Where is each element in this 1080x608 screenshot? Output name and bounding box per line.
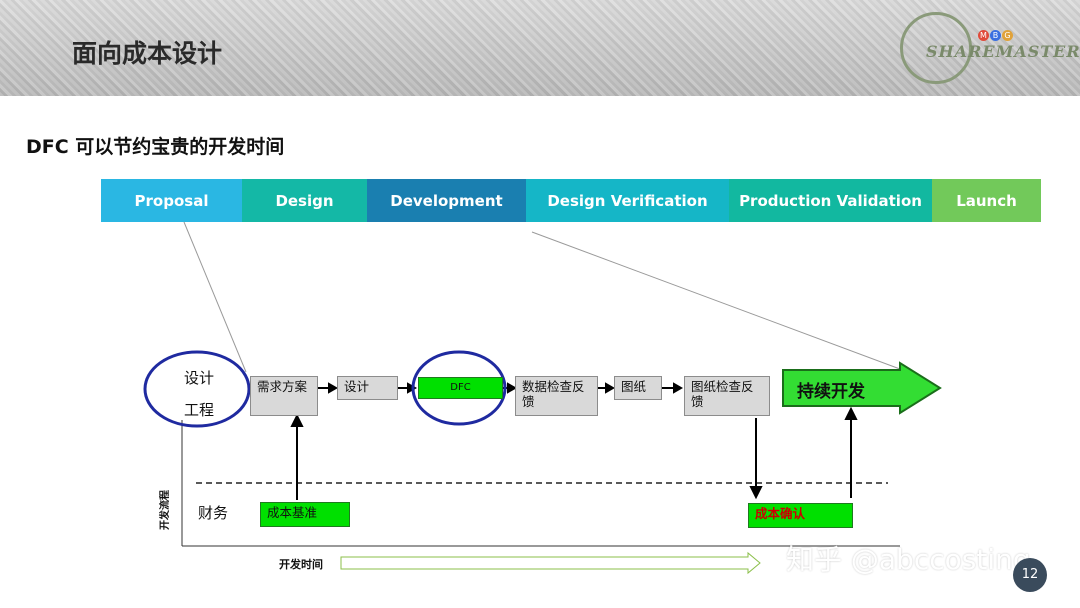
phase-production-validation: Production Validation [729, 179, 932, 222]
step-data-review: 数据检查反馈 [515, 376, 598, 416]
phase-bar: Proposal Design Development Design Verif… [101, 179, 1041, 222]
step-drawing-review: 图纸检查反馈 [684, 376, 770, 416]
watermark: 知乎 @abccosting [786, 543, 1031, 576]
cost-baseline-box: 成本基准 [260, 502, 350, 527]
logo-text: SHAREMASTER [926, 42, 1080, 61]
slide-subtitle: DFC 可以节约宝贵的开发时间 [26, 136, 285, 158]
page-title: 面向成本设计 [72, 39, 223, 68]
projection-line-left [183, 221, 247, 373]
step-drawing: 图纸 [614, 376, 662, 400]
design-engineering-label-1: 设计 [184, 369, 215, 387]
phase-design-verification: Design Verification [526, 179, 729, 222]
cost-confirm-box: 成本确认 [748, 503, 853, 528]
x-axis-label: 开发时间 [279, 558, 323, 571]
step-dfc: DFC [418, 377, 503, 399]
logo-ring [900, 12, 972, 84]
design-engineering-circle [143, 350, 251, 428]
finance-label: 财务 [198, 504, 229, 522]
continuous-dev-label: 持续开发 [797, 382, 865, 402]
step-requirements: 需求方案 [250, 376, 318, 416]
continuous-dev-arrow [782, 361, 942, 415]
step-design: 设计 [337, 376, 398, 400]
projection-line-right [531, 231, 909, 373]
phase-launch: Launch [932, 179, 1041, 222]
page-number: 12 [1013, 558, 1047, 592]
phase-proposal: Proposal [101, 179, 242, 222]
dfc-highlight-circle [411, 350, 507, 426]
time-axis-arrow [340, 551, 761, 575]
phase-design: Design [242, 179, 367, 222]
y-axis-label: 开发流程 [160, 490, 171, 530]
phase-development: Development [367, 179, 526, 222]
design-engineering-label-2: 工程 [184, 401, 215, 419]
